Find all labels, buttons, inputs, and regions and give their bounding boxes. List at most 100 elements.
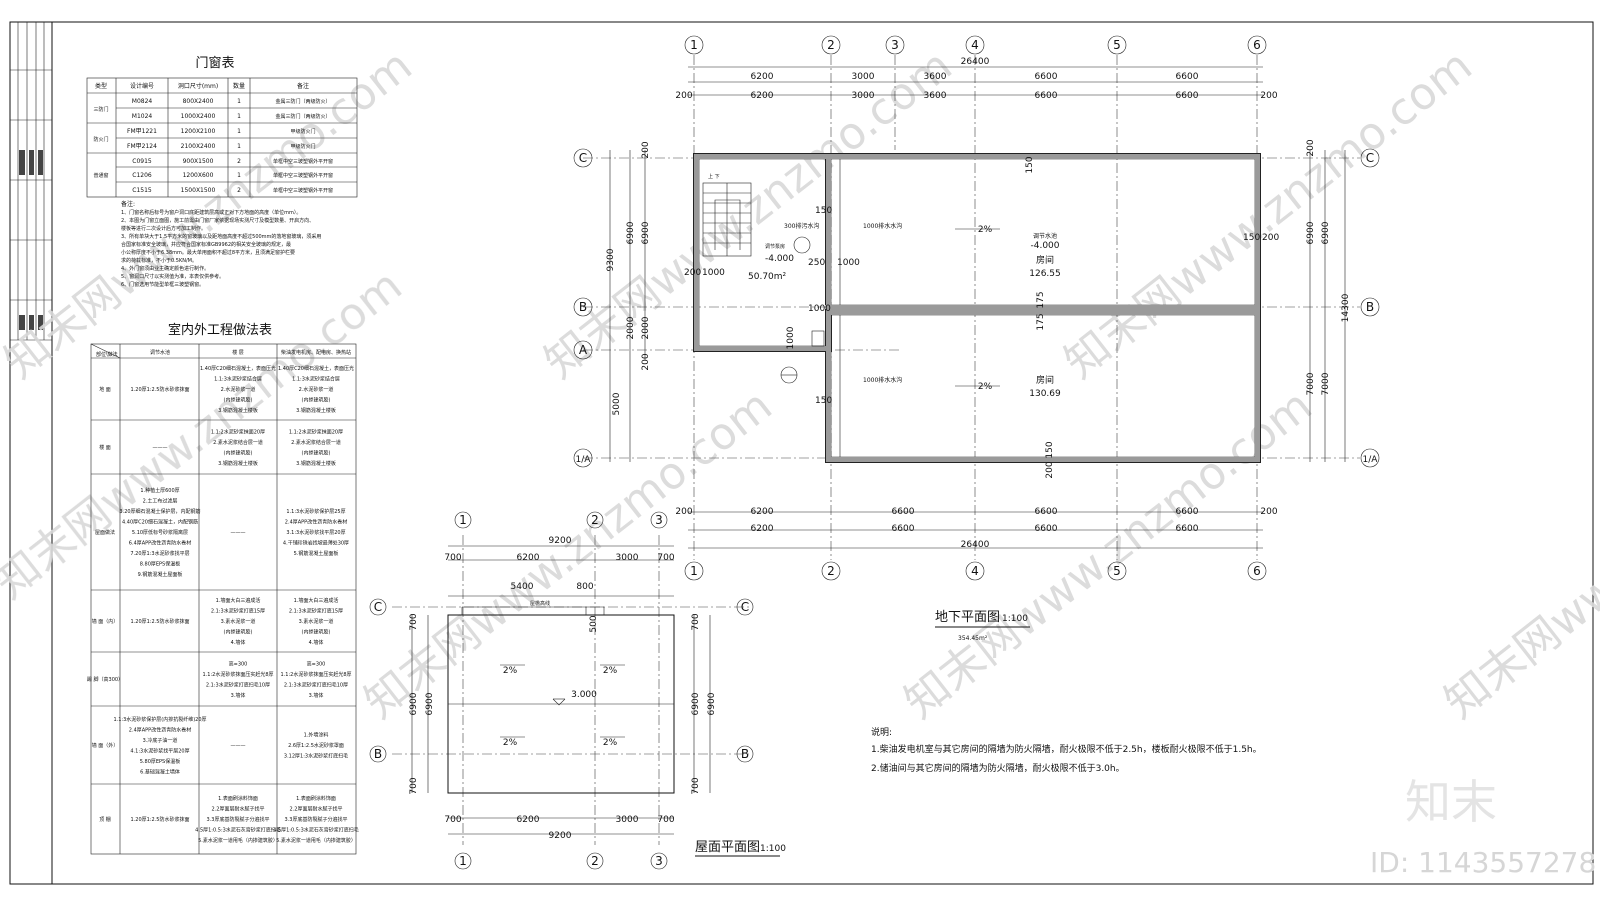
axis-label: 3 [655,854,663,868]
table-header: 类型 [95,82,107,90]
table-cell: 1200X600 [183,172,214,179]
axis-bubble: 4 [965,35,985,55]
finish-cell-line: 5.素水泥浆一道甩毛（内掺建筑胶） [276,837,356,844]
axis-label: B [374,747,382,761]
dim: 3000 [852,91,875,101]
finish-row-part: 楼 面 [99,444,111,451]
finish-row-part: 顶 棚 [99,816,111,823]
dim: 6200 [751,524,774,534]
room2-area: 130.69 [1029,389,1061,399]
finish-cell-line: 4.干铺珍珠岩找坡最薄处30厚 [283,540,349,547]
note-line: 楼板等进行二次设计后方可加工制作。 [121,225,206,232]
dim: 6900 [409,692,419,715]
finish-cell-line: 1.40厚C20细石混凝土，表面压光 [278,365,354,372]
table-cell: 单框中空三玻塑钢外平开窗 [273,158,333,165]
dim: 500 [589,615,599,632]
dim-total: 9200 [549,831,572,841]
finish-cell-line: 3.12厚1:3水泥砂浆打底扫毛 [284,753,348,760]
finish-cell-line: 3.1:3水泥砂浆找平层20厚 [286,529,345,536]
table-cell: FM甲1221 [127,128,157,135]
inner-frame [51,21,1594,885]
roof-plan-scale: 1:100 [760,844,786,854]
finish-cell-line: 1.1:2水泥砂浆抹面压实赶光8厚 [203,671,274,678]
finish-cell-line: ——— [153,445,168,451]
dim: 3600 [924,72,947,82]
dim: 3600 [924,91,947,101]
note-line: 2.储油间与其它房间的隔墙为防火隔墙，耐火极限不低于3.0h。 [871,762,1125,774]
dim: 5000 [612,392,622,415]
table-header: 洞口尺寸(mm) [178,82,218,90]
finish-cell-line: 3.钢筋混凝土楼板 [218,460,258,467]
watermark-text: 知末网www.znzmo.com [1435,380,1600,729]
roof-level: 3.000 [571,690,597,700]
note-line: 求的荷载标准，不小于0.5KN/M。 [121,257,197,264]
finish-cell-line: 9.钢筋混凝土屋面板 [138,571,183,578]
finish-table: 室内外工程做法表 部位\做法 调节水池 楼 层 柴油发电机房、配电房、换热站 地… [87,322,359,855]
table-cell: 1 [237,172,241,179]
dim-total: 26400 [961,57,990,67]
finish-cell-line: 1.1:3水泥砂浆保护层25厚 [286,508,345,515]
pool-label: 调节水池 [1033,232,1057,240]
roof-slope: 2% [603,738,618,748]
room1-area: 126.55 [1029,269,1061,279]
note-line: 小公称厚度不小于6.38mm。最大单用面积不超过8平方米，且须满足窗护栏要 [121,249,295,256]
dim: 250 [808,258,825,268]
room2-name: 房间 [1036,374,1054,386]
finish-cell-line: 8.80厚EPS保温板 [140,561,180,568]
finish-cell-line: 2.2厚面层耐水腻子找平 [212,806,265,813]
dim: 6600 [1035,91,1058,101]
finish-row-part: 墙 面（内） [92,618,119,625]
finish-header: 楼 层 [232,349,244,356]
finish-cell-line: 2.土工布过滤层 [143,498,178,505]
dim: 200 [641,353,651,370]
finish-cell-line: 3.素水泥浆一道 [299,618,334,625]
dim: 6600 [1176,72,1199,82]
axis-label: 4 [971,564,979,578]
axis-bubble: 5 [1107,561,1127,581]
table-cell: 800X2400 [183,98,214,105]
dim: 200 [1260,91,1277,101]
dim: 6600 [1176,507,1199,517]
finish-cell-line: 2.素水泥浆结合层一道 [291,439,341,446]
table-cell: 2100X2400 [181,143,216,150]
axis-label: 2 [591,854,599,868]
dim: 6600 [1176,524,1199,534]
stair-area: 50.70m² [748,272,787,282]
dim: 9300 [606,248,616,271]
general-notes: 说明: 1.柴油发电机室与其它房间的隔墙为防火隔墙，耐火极限不低于2.5h，楼板… [871,726,1262,774]
finish-cell-line: 4.5厚1:0.5:3水泥石灰膏砂浆打底扫毛 [195,827,281,834]
roof-slope: 2% [503,666,518,676]
dim: 6600 [1035,524,1058,534]
finish-cell-line: 2.水泥砂浆一道 [299,386,334,393]
dim: 7000 [1306,372,1316,395]
axis-label: 6 [1253,564,1261,578]
axis-bubble: 1 [684,561,704,581]
axis-label: 3 [655,513,663,527]
finish-cell-line: 3.钢筋混凝土楼板 [296,407,336,414]
dim: 6900 [626,221,636,244]
table-header: 设计编号 [130,82,154,90]
axis-bubble: 1 [684,35,704,55]
note-line: 合国家标准安全玻璃，并应符合国家标准GB9962的相关安全玻璃的规定，最 [121,241,291,248]
finish-cell-line: 2.4厚APP改性沥青防水卷材 [285,519,347,526]
finish-cell-line: ——— [231,530,246,536]
basement-plan-area: 354.45m² [958,635,988,642]
finish-cell-line: 3.墙体 [231,692,246,699]
parapet-label: 屋檐高线 [530,600,550,607]
table-cell: M0824 [132,98,153,105]
axis-bubble: 1 [454,511,472,529]
axis-bubble: 2 [586,852,604,870]
axis-label: 6 [1253,38,1261,52]
watermark-text: 知末网www.znzmo.com [355,380,781,729]
basement-plan-scale: 1:100 [1002,614,1028,624]
finish-row-part: 墙 面（外） [92,742,119,749]
dim: 700 [691,613,701,630]
axis-label: 1 [459,513,467,527]
table-cell: 1 [237,128,241,135]
dim: 6900 [1321,221,1331,244]
axis-label: 1/A [576,455,592,465]
room1-name: 房间 [1036,254,1054,266]
dim: 175 [1036,313,1046,330]
axis-label: 1 [459,854,467,868]
